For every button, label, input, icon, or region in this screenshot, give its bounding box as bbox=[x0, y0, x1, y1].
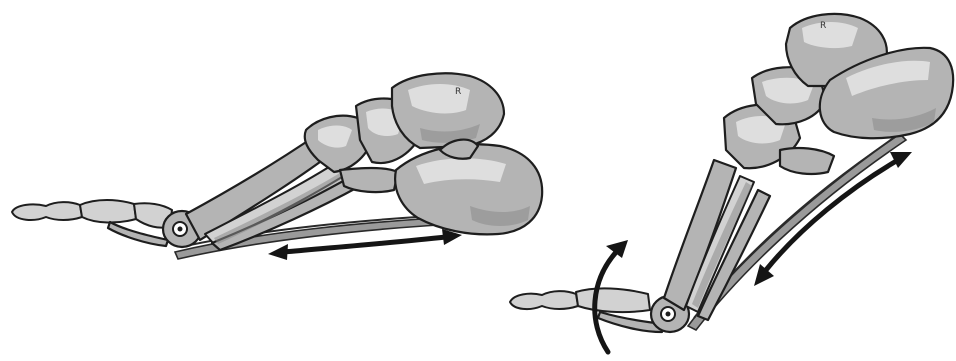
panel-marker-relaxed: R bbox=[455, 87, 461, 97]
panel-marker-dorsiflexed: R bbox=[820, 21, 826, 31]
foot-dorsiflexed-panel: R bbox=[510, 14, 953, 352]
foot-relaxed-panel: R bbox=[12, 73, 542, 260]
talus-relaxed bbox=[392, 73, 504, 148]
fascia-tension-arrow bbox=[754, 152, 912, 286]
toe-phalanges-dorsiflexed bbox=[510, 288, 664, 332]
metatarsals-dorsiflexed bbox=[664, 160, 770, 320]
toe-phalanges-relaxed bbox=[12, 200, 172, 246]
